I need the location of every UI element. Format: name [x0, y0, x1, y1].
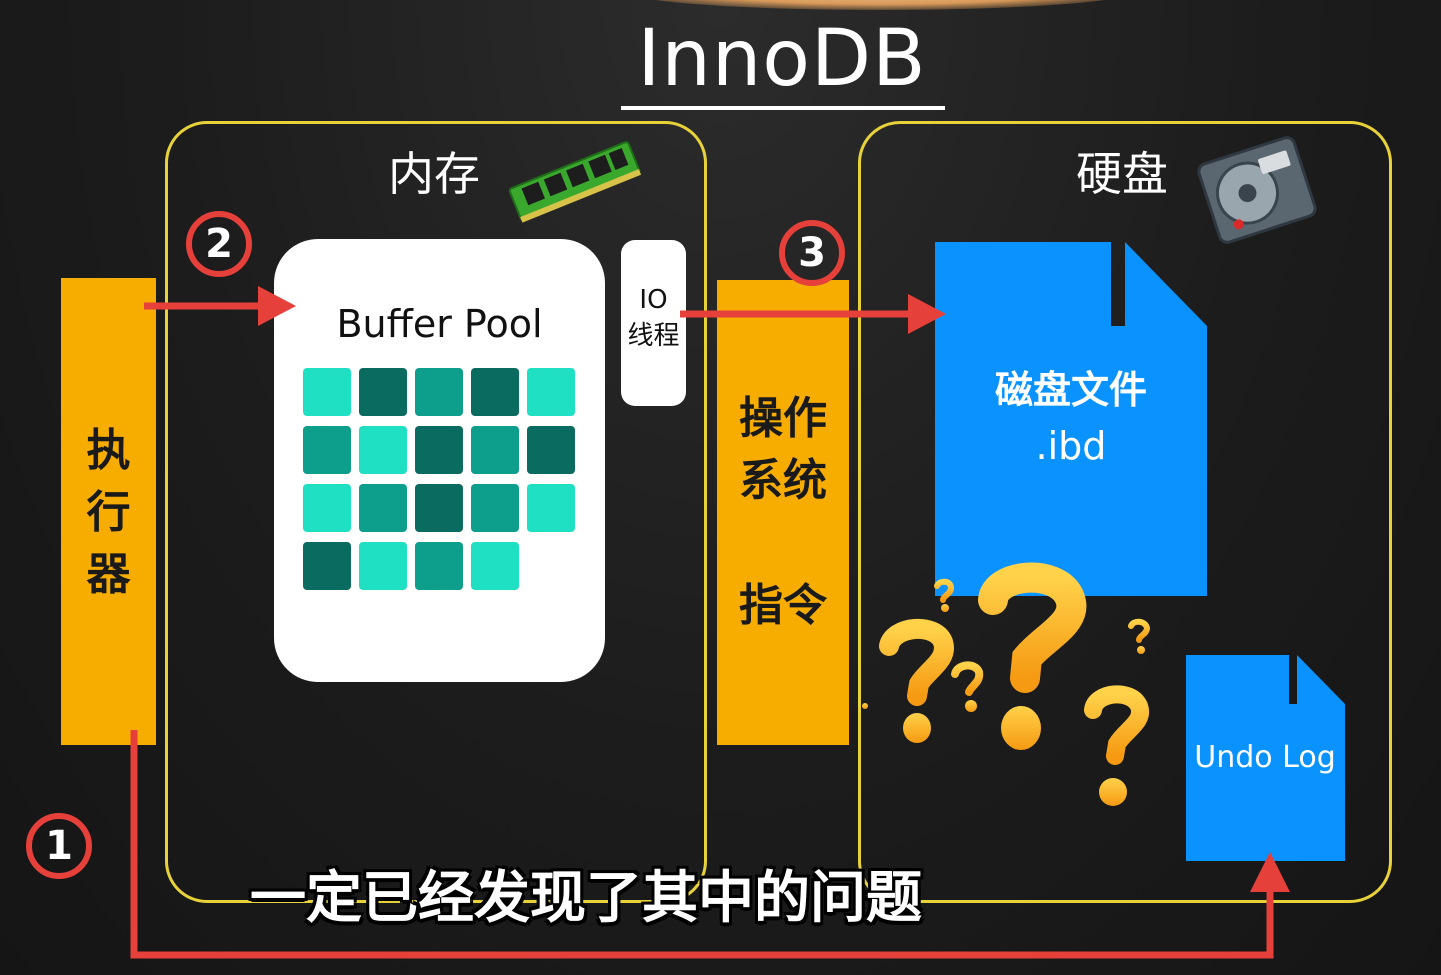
arrow-head-3 [908, 294, 946, 334]
top-glow [620, 0, 1140, 10]
title-underline [621, 106, 945, 110]
page-title: InnoDB [637, 14, 927, 104]
executor-char-3: 器 [86, 549, 131, 600]
undo-log-file-icon [1186, 655, 1345, 861]
buffer-pool-page [471, 368, 519, 416]
buffer-pool-page [359, 368, 407, 416]
buffer-pool-page [303, 484, 351, 532]
buffer-pool-page [303, 542, 351, 590]
step-badge-2: 2 [186, 211, 252, 277]
buffer-pool-page [415, 484, 463, 532]
arrow-step-1 [130, 730, 1274, 959]
executor-char-1: 执 [86, 425, 131, 476]
os-line-2: 系统 [739, 455, 827, 506]
buffer-pool-label: Buffer Pool [336, 302, 543, 346]
buffer-pool-page [415, 426, 463, 474]
buffer-pool-page [359, 542, 407, 590]
os-line-3: 指令 [739, 580, 827, 631]
buffer-pool-page [415, 368, 463, 416]
memory-label: 内存 [388, 147, 480, 201]
buffer-pool-page [359, 484, 407, 532]
os-line-1: 操作 [739, 393, 827, 444]
executor-char-2: 行 [86, 487, 131, 538]
io-thread-line-1: IO [639, 285, 668, 315]
disk-frame [858, 121, 1392, 903]
disk-label: 硬盘 [1076, 147, 1168, 201]
buffer-pool-page [471, 426, 519, 474]
buffer-pool-page [527, 368, 575, 416]
subtitle-caption: 一定已经发现了其中的问题 [250, 866, 922, 931]
undo-log-label: Undo Log [1194, 740, 1336, 775]
io-thread-line-2: 线程 [627, 321, 680, 351]
buffer-pool-page [359, 426, 407, 474]
executor-bar [61, 278, 156, 745]
ibd-file-extension: .ibd [1035, 424, 1107, 468]
io-thread-card [621, 240, 686, 406]
buffer-pool-page [303, 426, 351, 474]
step-badge-1: 1 [26, 813, 92, 879]
arrow-head-2 [258, 286, 296, 326]
buffer-pool-page [415, 542, 463, 590]
buffer-pool-page [527, 484, 575, 532]
executor-label: 执 行 器 [61, 420, 156, 606]
buffer-pool-page [471, 542, 519, 590]
memory-frame [165, 121, 707, 903]
hard-drive-icon [1197, 136, 1317, 244]
ibd-file-icon [935, 242, 1207, 596]
ram-stick-icon [508, 141, 642, 223]
buffer-pool-page [471, 484, 519, 532]
step-badge-3: 3 [779, 220, 845, 286]
arrow-head-1 [1250, 852, 1290, 892]
os-label: 操作 系统 [717, 388, 849, 512]
buffer-pool-page [527, 426, 575, 474]
question-marks-icon [862, 562, 1151, 806]
buffer-pool-page [303, 368, 351, 416]
os-instruction-bar [717, 280, 849, 745]
io-thread-label: IO 线程 [621, 282, 686, 354]
ibd-file-name: 磁盘文件 [994, 368, 1147, 412]
